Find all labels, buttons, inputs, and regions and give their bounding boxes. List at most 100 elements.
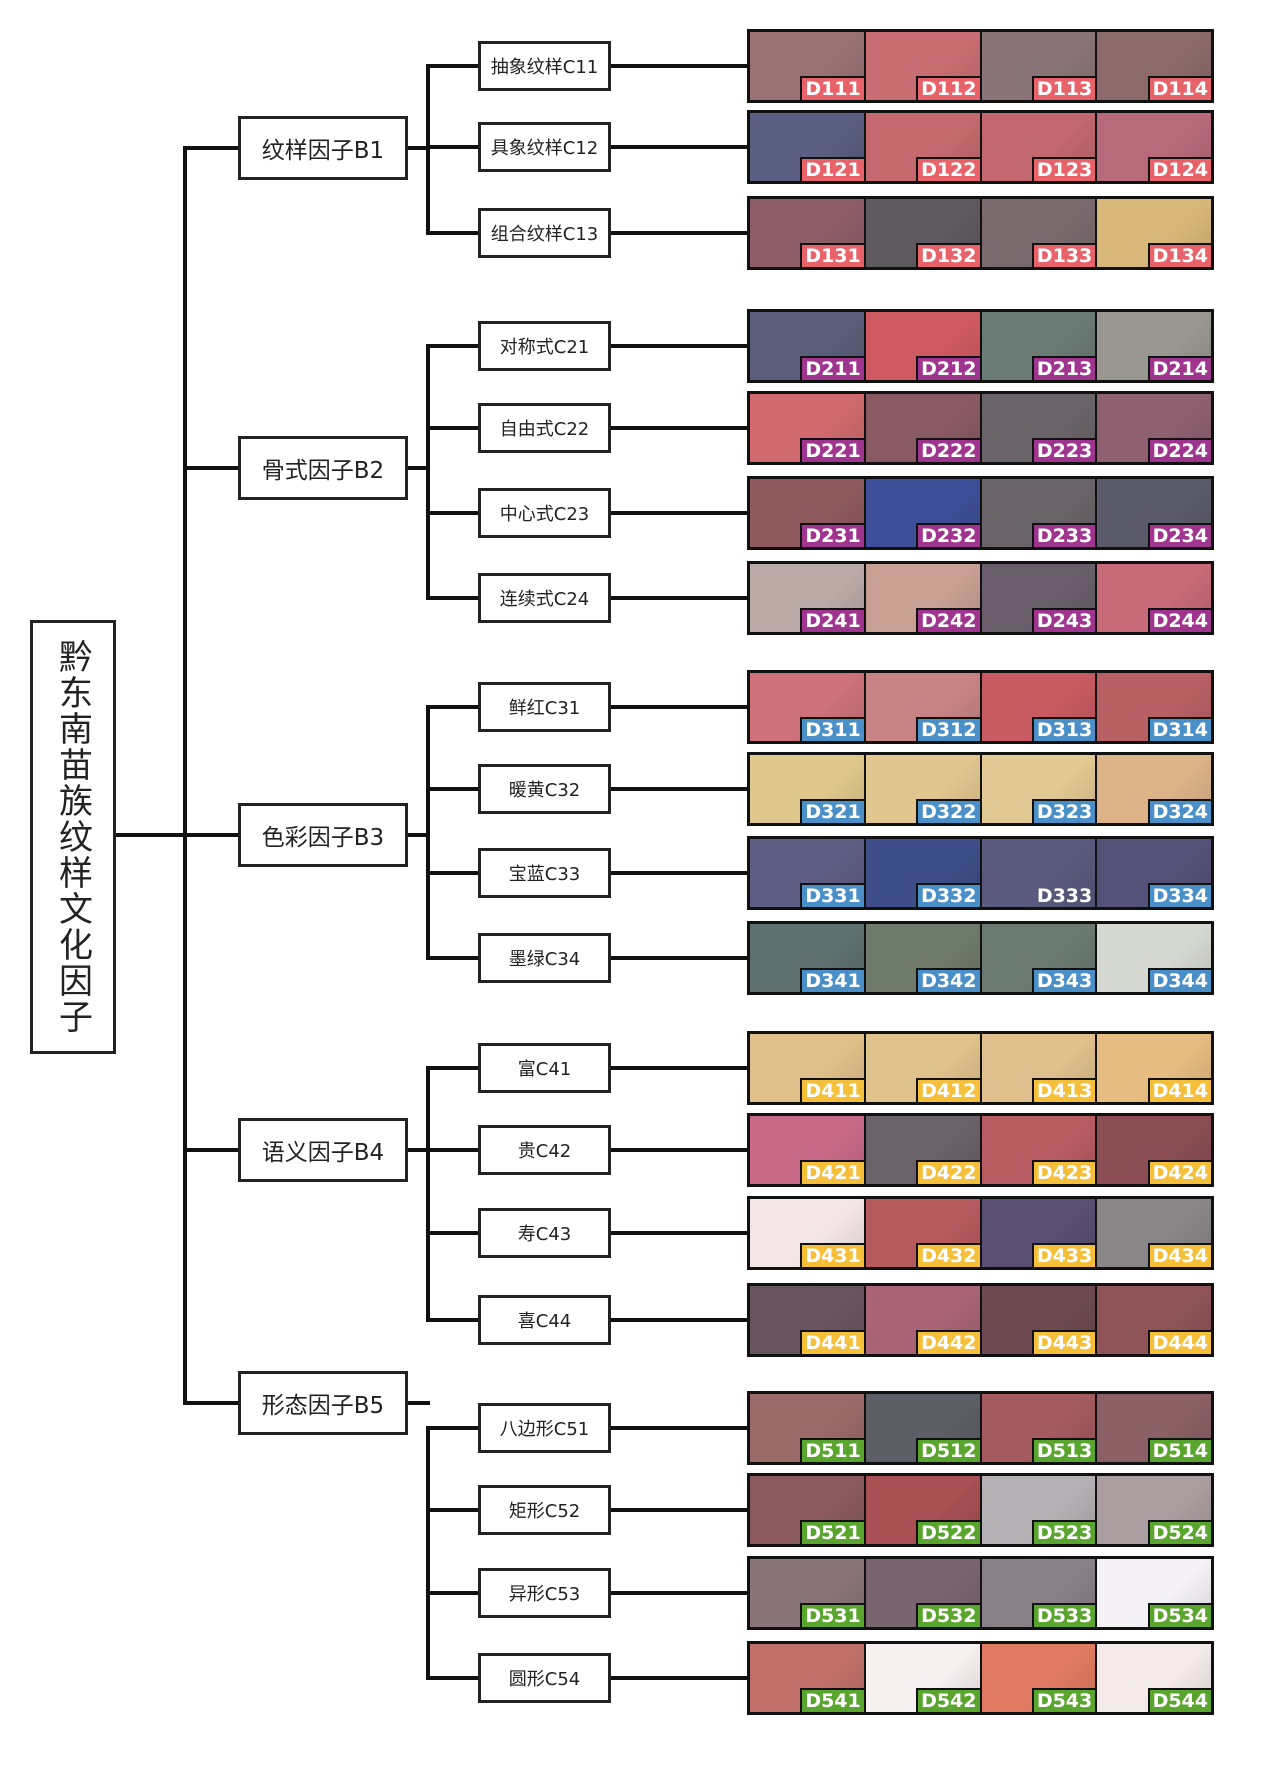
pattern-image: D412 [865,1034,980,1102]
category-box-c42: 贵C42 [478,1125,611,1175]
pattern-code-label: D113 [1031,76,1096,100]
pattern-image: D544 [1097,1644,1211,1712]
c-connector [428,1148,478,1152]
pattern-code-label: D423 [1031,1160,1096,1184]
c-connector [428,231,478,235]
c-connector [428,426,478,430]
image-connector [611,1231,747,1235]
c-branch-connector [408,1148,430,1152]
pattern-code-label: D124 [1147,157,1211,181]
pattern-image: D122 [865,113,980,181]
pattern-image: D134 [1097,199,1211,267]
pattern-image: D534 [1097,1559,1211,1627]
pattern-image: D423 [981,1116,1096,1184]
b-connector [185,466,238,470]
pattern-image: D332 [865,839,980,907]
pattern-image: D434 [1097,1199,1211,1267]
pattern-image: D512 [865,1394,980,1462]
c-branch-connector [408,833,430,837]
category-box-c21: 对称式C21 [478,321,611,371]
b-connector [185,833,238,837]
pattern-code-label: D444 [1147,1330,1211,1354]
image-connector [611,1591,747,1595]
category-box-c51: 八边形C51 [478,1403,611,1453]
pattern-code-label: D242 [916,608,980,632]
b-connector [185,1148,238,1152]
c-branch-line [426,705,430,960]
pattern-image: D432 [865,1199,980,1267]
pattern-code-label: D431 [800,1243,864,1267]
pattern-image: D124 [1097,113,1211,181]
pattern-code-label: D411 [800,1078,864,1102]
pattern-code-label: D421 [800,1160,864,1184]
pattern-code-label: D523 [1031,1520,1096,1544]
c-connector [428,1676,478,1680]
pattern-code-label: D131 [800,243,864,267]
pattern-code-label: D243 [1031,608,1096,632]
c-branch-connector [408,146,430,150]
pattern-code-label: D231 [800,523,864,547]
pattern-code-label: D132 [916,243,980,267]
pattern-code-label: D313 [1031,717,1096,741]
pattern-code-label: D234 [1147,523,1211,547]
pattern-image: D541 [750,1644,864,1712]
factor-box-b4: 语义因子B4 [238,1118,408,1182]
pattern-image: D521 [750,1476,864,1544]
pattern-code-label: D433 [1031,1243,1096,1267]
c-connector [428,787,478,791]
image-connector [611,596,747,600]
pattern-code-label: D412 [916,1078,980,1102]
pattern-image: D234 [1097,479,1211,547]
pattern-image: D431 [750,1199,864,1267]
pattern-code-label: D424 [1147,1160,1211,1184]
image-connector [611,1676,747,1680]
root-title-box: 黔东南苗族纹样文化因子 [30,620,116,1054]
root-connector [116,833,185,837]
pattern-code-label: D342 [916,968,980,992]
c-connector [428,871,478,875]
pattern-code-label: D332 [916,883,980,907]
pattern-code-label: D324 [1147,799,1211,823]
image-connector [611,705,747,709]
c-connector [428,1231,478,1235]
pattern-code-label: D522 [916,1520,980,1544]
pattern-code-label: D341 [800,968,864,992]
image-connector [611,871,747,875]
pattern-image: D113 [981,32,1096,100]
pattern-image: D513 [981,1394,1096,1462]
pattern-code-label: D533 [1031,1603,1096,1627]
pattern-code-label: D541 [800,1688,864,1712]
pattern-code-label: D544 [1147,1688,1211,1712]
factor-box-b2: 骨式因子B2 [238,436,408,500]
c-branch-line [426,64,430,235]
c-connector [428,1318,478,1322]
pattern-image: D231 [750,479,864,547]
pattern-code-label: D114 [1147,76,1211,100]
pattern-image: D341 [750,924,864,992]
pattern-image: D244 [1097,564,1211,632]
pattern-code-label: D211 [800,356,864,380]
c-branch-line [426,344,430,600]
pattern-image: D314 [1097,673,1211,741]
pattern-image: D131 [750,199,864,267]
pattern-code-label: D532 [916,1603,980,1627]
pattern-image: D523 [981,1476,1096,1544]
pattern-code-label: D323 [1031,799,1096,823]
pattern-code-label: D331 [800,883,864,907]
pattern-code-label: D344 [1147,968,1211,992]
pattern-image: D224 [1097,394,1211,462]
category-box-c43: 寿C43 [478,1208,611,1258]
pattern-image: D511 [750,1394,864,1462]
root-title: 黔东南苗族纹样文化因子 [52,639,93,1035]
pattern-code-label: D321 [800,799,864,823]
pattern-image: D444 [1097,1286,1211,1354]
category-box-c53: 异形C53 [478,1568,611,1618]
category-box-c33: 宝蓝C33 [478,848,611,898]
factor-box-b5: 形态因子B5 [238,1371,408,1435]
c-branch-line [426,1066,430,1322]
image-connector [611,231,747,235]
